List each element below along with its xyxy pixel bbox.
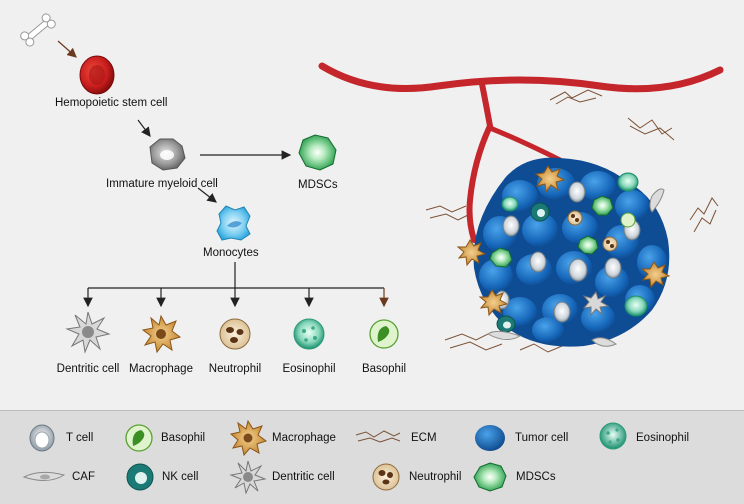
legend-label-ecm: ECM <box>411 432 437 444</box>
immature-myeloid-cell-icon <box>149 138 186 171</box>
legend-tumor-cell-icon <box>475 425 505 451</box>
legend-t-cell-icon <box>29 424 55 452</box>
arrow-bone-to-hsc <box>57 40 77 58</box>
legend-label-caf: CAF <box>72 471 95 483</box>
label-dentritic-cell: Dentritic cell <box>57 363 120 375</box>
macrophage-icon <box>141 314 182 354</box>
eosinophil-icon <box>293 318 325 350</box>
legend-label-basophil: Basophil <box>161 432 206 444</box>
legend-basophil-icon <box>125 424 153 452</box>
legend-mdscs-icon <box>473 462 507 492</box>
tumor-neutrophils <box>567 210 618 252</box>
legend-caf-icon <box>22 471 66 481</box>
monocyte-lineage-tree <box>83 262 389 308</box>
tumor-cluster <box>456 157 671 347</box>
legend-nk-cell-icon <box>126 463 154 491</box>
legend-label-dentritic-cell: Dentritic cell <box>272 471 335 483</box>
dentritic-cell-icon <box>65 311 111 354</box>
bone-icon <box>20 13 56 47</box>
label-macrophage: Macrophage <box>129 363 193 375</box>
label-basophil: Basophil <box>362 363 406 375</box>
blood-vessel <box>318 62 724 243</box>
label-immature-myeloid-cell: Immature myeloid cell <box>106 178 218 190</box>
legend-label-macrophage: Macrophage <box>272 432 336 444</box>
neutrophil-icon <box>219 318 251 350</box>
legend-neutrophil-icon <box>372 463 400 491</box>
label-eosinophil: Eosinophil <box>282 363 335 375</box>
arrow-immature-to-monocytes <box>197 187 217 203</box>
legend-label-tumor-cell: Tumor cell <box>515 432 569 444</box>
label-hemopoietic-stem-cell: Hemopoietic stem cell <box>55 97 167 109</box>
monocyte-icon <box>216 205 251 241</box>
legend-label-neutrophil: Neutrophil <box>409 471 462 483</box>
legend-ecm-icon <box>355 430 401 443</box>
legend-label-mdscs: MDSCs <box>516 471 556 483</box>
arrow-hsc-to-immature <box>137 119 151 137</box>
hemopoietic-stem-cell-icon <box>79 55 115 95</box>
legend-eosinophil-icon <box>599 422 627 450</box>
legend-label-nk-cell: NK cell <box>162 471 199 483</box>
legend-label-t-cell: T cell <box>66 432 94 444</box>
legend-label-eosinophil: Eosinophil <box>636 432 690 444</box>
basophil-icon <box>369 319 399 349</box>
mdscs-icon <box>298 134 337 171</box>
label-monocytes: Monocytes <box>203 247 259 259</box>
legend-dentritic-cell-icon <box>229 460 267 495</box>
legend-macrophage-icon <box>229 419 268 457</box>
legend: T cell Basophil Macrophage ECM Tumor cel… <box>0 410 744 504</box>
label-neutrophil: Neutrophil <box>209 363 261 375</box>
diagram-canvas: Hemopoietic stem cell Immature myeloid c… <box>20 13 724 375</box>
label-mdscs: MDSCs <box>298 179 338 191</box>
legend-icons <box>22 419 627 495</box>
